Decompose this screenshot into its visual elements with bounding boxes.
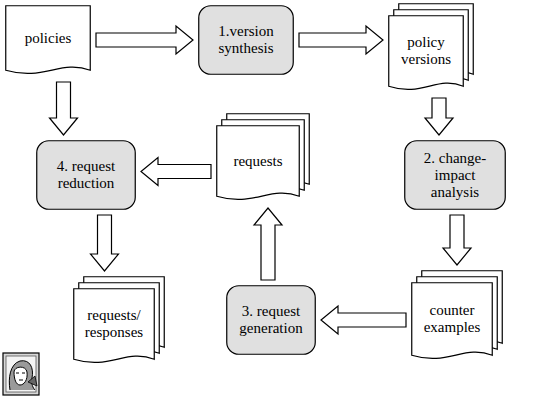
document-page bbox=[412, 283, 493, 359]
document-shape: policy versions bbox=[388, 3, 474, 93]
document-shape: requests bbox=[216, 113, 310, 203]
node-label: 2. change-impact analysis bbox=[409, 150, 501, 201]
document-shape: counter examples bbox=[411, 270, 503, 362]
block-arrow bbox=[50, 82, 78, 135]
clipart-icon bbox=[2, 352, 40, 396]
document-page bbox=[389, 16, 464, 90]
process-box: 3. request generation bbox=[226, 285, 316, 355]
node-label: policy versions bbox=[392, 34, 460, 68]
node-label: 1.version synthesis bbox=[203, 23, 289, 57]
document-page bbox=[6, 6, 91, 74]
node-label: counter examples bbox=[415, 302, 489, 336]
document-page bbox=[217, 126, 300, 200]
process-box: 1.version synthesis bbox=[198, 5, 294, 75]
document-shape: requests/ responses bbox=[73, 276, 165, 366]
block-arrow bbox=[321, 306, 406, 334]
process-rect bbox=[227, 286, 316, 355]
block-arrow bbox=[96, 26, 193, 54]
node-label: requests bbox=[233, 153, 282, 170]
process-box: 2. change-impact analysis bbox=[404, 140, 506, 210]
document-shape: policies bbox=[5, 5, 91, 77]
process-rect bbox=[405, 141, 506, 210]
block-arrow bbox=[254, 208, 282, 280]
node-label: policies bbox=[25, 30, 72, 47]
process-rect bbox=[199, 6, 294, 75]
block-arrow bbox=[91, 215, 119, 271]
node-label: 3. request generation bbox=[231, 303, 311, 337]
block-arrow bbox=[443, 215, 471, 265]
process-box: 4. request reduction bbox=[36, 140, 136, 210]
block-arrow bbox=[141, 158, 211, 186]
block-arrow bbox=[299, 26, 383, 54]
node-label: 4. request reduction bbox=[41, 158, 131, 192]
block-arrow bbox=[425, 98, 453, 135]
node-label: requests/ responses bbox=[77, 307, 151, 341]
process-rect bbox=[37, 141, 136, 210]
document-page bbox=[74, 289, 155, 363]
